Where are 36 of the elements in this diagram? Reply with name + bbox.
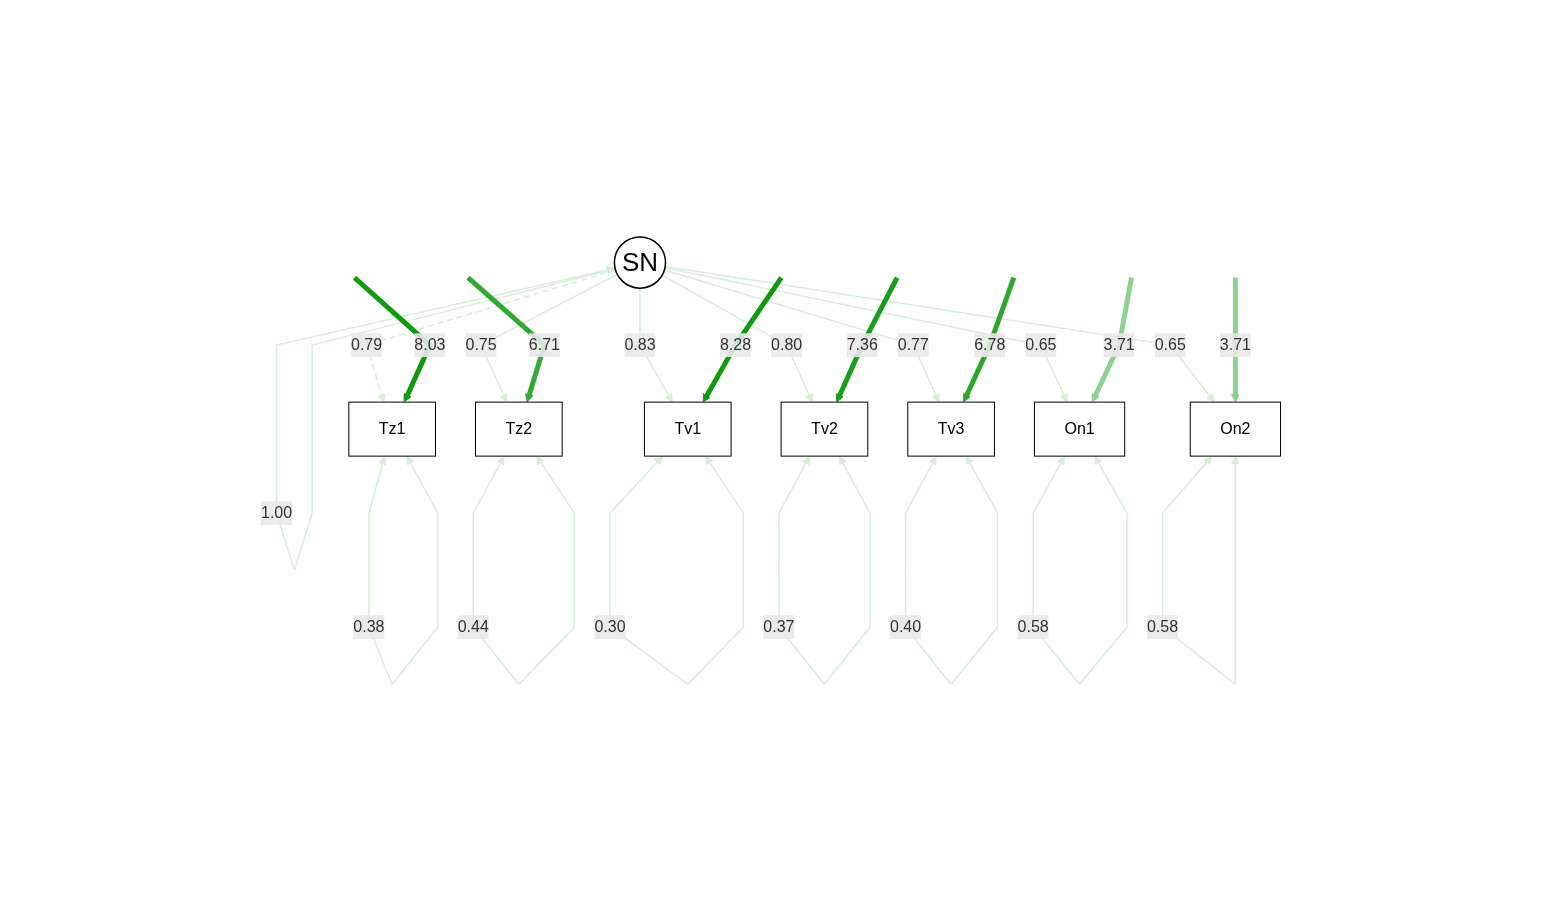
edge-label: 0.58 bbox=[1017, 618, 1049, 636]
node-box: On1 bbox=[1033, 401, 1125, 457]
node-box: Tv2 bbox=[780, 401, 868, 457]
edge-label: 0.40 bbox=[889, 618, 921, 636]
edge-label: 0.65 bbox=[1025, 336, 1057, 354]
edge-label: 0.30 bbox=[594, 618, 626, 636]
arrow bbox=[661, 274, 813, 403]
arrow bbox=[702, 276, 784, 403]
edge-label: 0.83 bbox=[624, 336, 656, 354]
edge-label: 0.38 bbox=[353, 618, 385, 636]
arrow bbox=[835, 276, 900, 403]
edge-label: 0.58 bbox=[1146, 618, 1178, 636]
edge-label: 6.78 bbox=[973, 336, 1006, 354]
edge-label: 7.36 bbox=[846, 336, 878, 354]
edge-label: 0.65 bbox=[1154, 336, 1186, 354]
edge-label: 0.44 bbox=[457, 618, 489, 636]
edge-label: 0.79 bbox=[350, 336, 382, 354]
edge-label: 1.00 bbox=[260, 504, 292, 522]
node-box: Tv1 bbox=[643, 401, 732, 457]
node-box: Tv3 bbox=[907, 401, 995, 457]
edge-label: 0.75 bbox=[465, 336, 497, 354]
arrow bbox=[663, 269, 940, 403]
edge-label: 3.71 bbox=[1219, 336, 1251, 354]
node-box: Tz2 bbox=[474, 401, 563, 457]
edge-label: 8.28 bbox=[719, 336, 751, 354]
edge-label: 8.03 bbox=[414, 336, 446, 354]
arrow bbox=[664, 267, 1068, 403]
node-circle: SN bbox=[613, 236, 666, 290]
edge-label: 6.71 bbox=[528, 336, 560, 354]
arrow bbox=[962, 277, 1016, 403]
node-box: Tz1 bbox=[348, 401, 436, 457]
node-box: On2 bbox=[1189, 401, 1281, 457]
edge-label: 3.71 bbox=[1103, 336, 1135, 354]
edge-label: 0.37 bbox=[763, 618, 795, 636]
edge-label: 0.77 bbox=[897, 336, 929, 354]
edge-label: 0.80 bbox=[770, 336, 802, 354]
